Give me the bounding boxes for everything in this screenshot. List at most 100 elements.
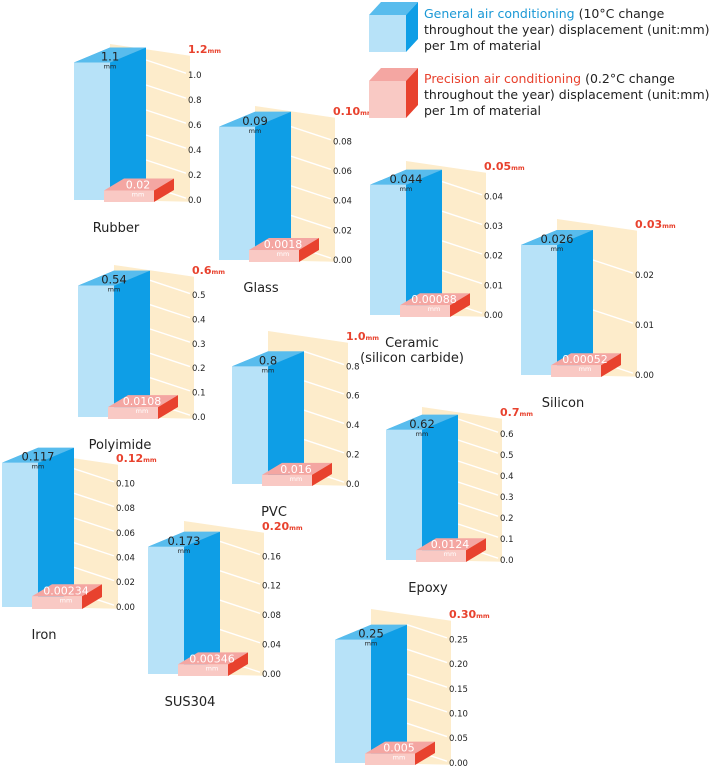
general-air-conditioning-legend-cube (369, 2, 418, 52)
axis-max-label: 0.20mm (262, 520, 303, 533)
precision-value-unit: mm (132, 191, 145, 199)
gridline (457, 460, 499, 475)
material-label: Epoxy (408, 581, 448, 596)
general-bar-side (184, 531, 220, 674)
general-bar-front (335, 639, 371, 763)
tick-label: 0.10 (449, 710, 468, 720)
tick-label: 0.2 (192, 364, 206, 374)
axis-max-label: 0.12mm (116, 452, 157, 465)
tick-label: 0.03 (484, 222, 503, 232)
precision-bar-top (416, 538, 486, 551)
gridline (406, 648, 448, 664)
tick-label: 0.04 (116, 554, 135, 564)
precision-bar-top (108, 395, 178, 408)
epoxy-chart: 0.00.10.20.30.40.50.60.7mm0.62mm0.0124mm… (386, 397, 533, 596)
material-label: (silicon carbide) (360, 351, 464, 366)
gridline (457, 481, 499, 496)
general-bar-top-face (78, 270, 150, 286)
precision-air-conditioning-legend-description: (0.2°C change throughout the year) displ… (424, 71, 710, 118)
general-bar-side (268, 351, 304, 484)
tick-label: 0.08 (262, 611, 281, 621)
general-bar-top-face (370, 169, 442, 185)
precision-bar-side (450, 293, 470, 317)
gridline (145, 34, 187, 49)
general-value-unit: mm (249, 127, 262, 135)
precision-bar-top (262, 462, 332, 475)
tick-label: 0.2 (346, 450, 360, 460)
gridline (149, 255, 191, 270)
precision-air-conditioning-legend-title: Precision air conditioning (424, 71, 582, 86)
material-label: PVC (261, 505, 287, 520)
precision-air-conditioning-legend-cube (369, 68, 418, 118)
iron-chart: 0.000.020.040.060.080.100.12mm0.117mm0.0… (2, 443, 157, 643)
gridline (406, 698, 448, 713)
tick-label: 0.4 (346, 421, 360, 431)
gridline (457, 523, 499, 538)
general-value-unit: mm (108, 286, 121, 294)
axis-max-label: 0.6mm (192, 264, 225, 277)
gridline (290, 155, 332, 171)
gridline (290, 96, 332, 111)
tick-label: 0.6 (346, 392, 360, 402)
tick-label: 0.00 (484, 311, 503, 321)
precision-bar-top (32, 584, 102, 597)
general-bar-top-face (521, 230, 593, 245)
sus304-chart: 0.000.040.080.120.160.20mm0.173mm0.00346… (148, 511, 303, 710)
precision-bar-top (365, 741, 435, 754)
general-bar-front (521, 245, 557, 375)
gridline (145, 59, 187, 74)
tick-label: 0.02 (484, 252, 503, 262)
precision-bar-front (416, 550, 466, 562)
gridline (149, 304, 191, 319)
tick-label: 0.0 (346, 480, 360, 490)
gridline (457, 418, 499, 433)
precision-value-unit: mm (206, 664, 219, 672)
axis-max-label: 0.05mm (484, 160, 525, 173)
general-value-label: 0.026 (541, 232, 574, 246)
general-value-unit: mm (104, 63, 117, 71)
general-value-label: 0.54 (101, 273, 127, 287)
tick-label: 0.2 (188, 171, 202, 181)
general-air-conditioning-legend-text: General air conditioning (10°C change th… (424, 6, 714, 54)
solder-chart: 0.000.050.100.150.200.250.30mm0.25mm0.00… (335, 599, 490, 769)
general-value-unit: mm (262, 366, 275, 374)
precision-value-unit: mm (277, 250, 290, 258)
precision-bar-front (178, 664, 228, 676)
gridline (406, 722, 448, 738)
precision-value-unit: mm (444, 550, 457, 558)
precision-bar-side (158, 395, 178, 419)
general-bar-side (114, 270, 150, 417)
general-value-label: 0.173 (168, 534, 201, 548)
tick-label: 0.01 (484, 281, 503, 291)
tick-label: 0.16 (262, 552, 281, 562)
precision-bar-front (32, 596, 82, 609)
gridline (303, 438, 345, 454)
gridline (303, 321, 345, 336)
material-label: Ceramic (385, 336, 439, 351)
gridline (457, 397, 499, 412)
gridline (303, 409, 345, 425)
general-bar-top-face (386, 414, 458, 430)
gridline (73, 542, 115, 557)
general-value-unit: mm (32, 463, 45, 471)
tick-label: 0.0 (500, 556, 514, 566)
material-label: Iron (31, 628, 56, 643)
precision-value-unit: mm (428, 305, 441, 313)
general-air-conditioning-legend-title: General air conditioning (424, 6, 575, 21)
general-bar-side (406, 169, 442, 315)
glass-chart: 0.000.020.040.060.080.10mm0.09mm0.0018mm… (219, 96, 374, 296)
gridline (457, 502, 499, 517)
precision-bar-top (178, 652, 248, 665)
tick-label: 0.00 (116, 603, 135, 613)
tick-label: 0.00 (449, 759, 468, 769)
general-air-conditioning-legend-description: (10°C change throughout the year) displa… (424, 6, 710, 53)
general-value-label: 0.62 (409, 417, 435, 431)
gridline (441, 210, 483, 226)
precision-value-unit: mm (579, 365, 592, 373)
gridline (406, 599, 448, 614)
tick-label: 0.1 (192, 389, 206, 399)
gridline (145, 134, 187, 149)
gridline (303, 350, 345, 366)
precision-bar-top (551, 353, 621, 366)
general-bar-front (219, 126, 255, 260)
